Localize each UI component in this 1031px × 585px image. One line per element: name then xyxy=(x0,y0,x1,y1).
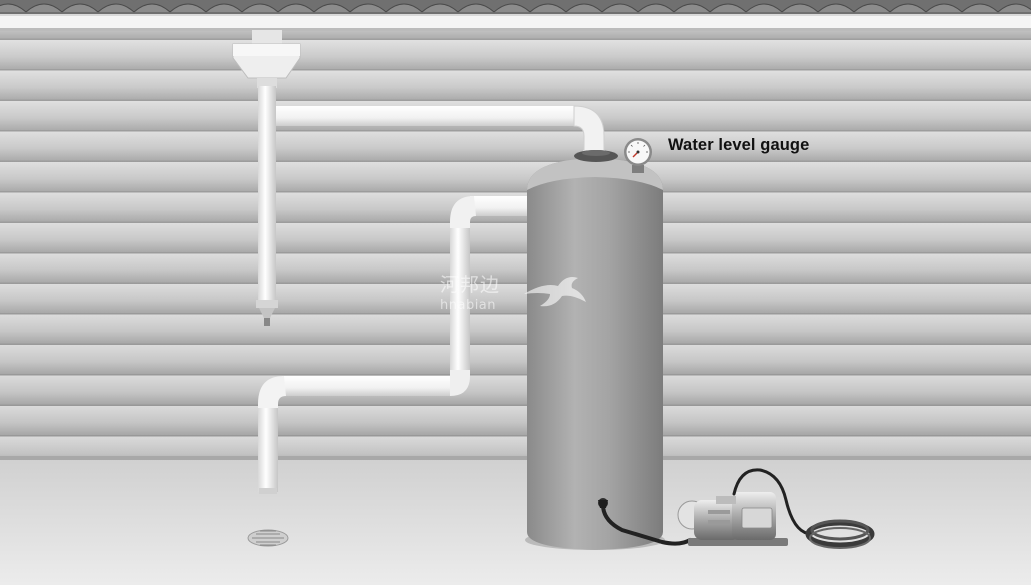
roof-tile xyxy=(961,3,999,13)
gutter xyxy=(0,16,1031,30)
roof-tile xyxy=(205,3,243,13)
pump-power-cable xyxy=(732,468,814,536)
roof-tile xyxy=(61,3,99,13)
downspout xyxy=(232,30,301,326)
roof-tile xyxy=(385,3,423,13)
roof-tile xyxy=(25,3,63,13)
floor-drain xyxy=(247,529,289,547)
roof-tile xyxy=(241,3,279,13)
watermark: 河邦边 hnabian xyxy=(440,270,500,313)
roof-tile xyxy=(529,3,567,13)
water-level-gauge-icon xyxy=(624,138,652,173)
floor xyxy=(0,458,1031,585)
roof-tile xyxy=(781,3,819,13)
rain-tank xyxy=(525,150,665,550)
roof-tile xyxy=(709,3,747,13)
water-level-gauge-label: Water level gauge xyxy=(668,136,810,154)
roof-tile xyxy=(313,3,351,13)
roof-tile xyxy=(457,3,495,13)
roof-tile xyxy=(745,3,783,13)
roof-tile xyxy=(925,3,963,13)
roof-tile xyxy=(889,3,927,13)
roof-tile xyxy=(673,3,711,13)
roof-tile xyxy=(169,3,207,13)
roof-tile xyxy=(493,3,531,13)
roof-tile xyxy=(133,3,171,13)
garden-hose-coil xyxy=(805,519,875,549)
tank-outlet-hose xyxy=(600,501,692,546)
watermark-en: hnabian xyxy=(440,298,497,313)
watermark-cn: 河邦边 xyxy=(440,274,501,296)
roof-tile xyxy=(0,3,27,13)
roof-tile xyxy=(97,3,135,13)
roof-tile xyxy=(817,3,855,13)
roof-tile xyxy=(601,3,639,13)
water-pump xyxy=(677,492,788,546)
roof-tile xyxy=(277,3,315,13)
overflow-pipe xyxy=(258,196,528,494)
roof-tile xyxy=(565,3,603,13)
roof-tile xyxy=(349,3,387,13)
roof-tile xyxy=(421,3,459,13)
roof-tiles xyxy=(0,0,1031,14)
roof-tile xyxy=(853,3,891,13)
roof-tile xyxy=(637,3,675,13)
watermark-bird-icon xyxy=(524,277,586,307)
